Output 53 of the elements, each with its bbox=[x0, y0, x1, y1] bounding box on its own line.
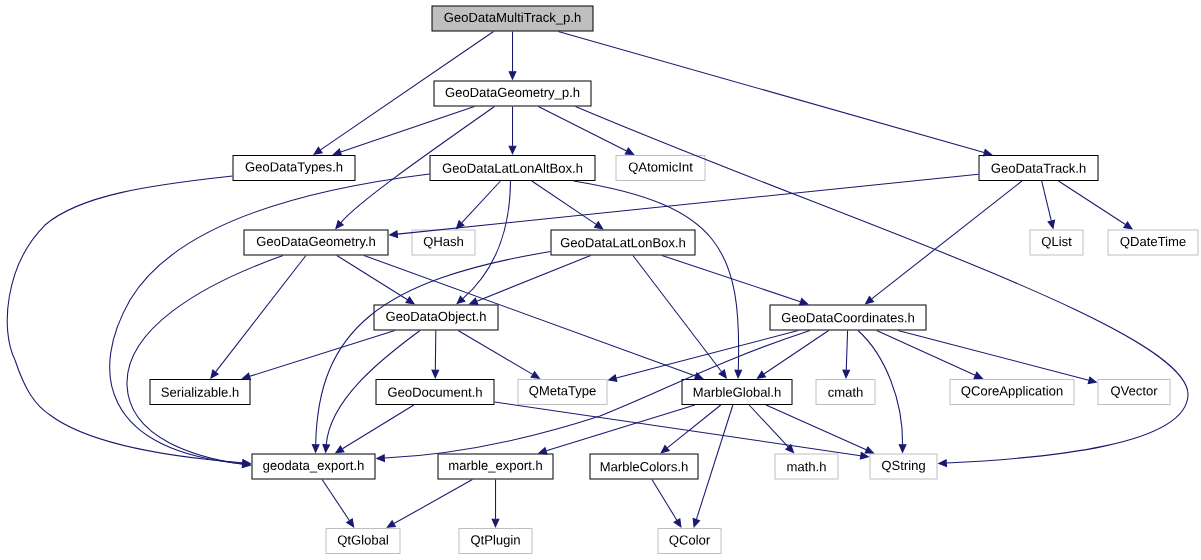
file-box: marble_export.h bbox=[437, 453, 554, 480]
arrow bbox=[572, 180, 743, 379]
external-file-box: QtGlobal bbox=[325, 528, 401, 554]
external-file-box: cmath bbox=[815, 379, 876, 405]
file-box: MarbleGlobal.h bbox=[681, 379, 793, 405]
external-file-box: QList bbox=[1029, 229, 1084, 256]
external-file-box: QDateTime bbox=[1107, 229, 1199, 256]
file-box: MarbleColors.h bbox=[589, 453, 699, 480]
arrow bbox=[537, 105, 635, 155]
file-box: GeoDataObject.h bbox=[373, 304, 499, 331]
external-file-box: math.h bbox=[774, 453, 839, 480]
arrow bbox=[531, 180, 604, 230]
arrow bbox=[756, 329, 830, 379]
arrow bbox=[491, 478, 500, 528]
arrow bbox=[313, 30, 495, 155]
arrow bbox=[660, 404, 722, 454]
arrow bbox=[661, 254, 809, 306]
arrow bbox=[651, 478, 682, 528]
file-box: GeoDataLatLonBox.h bbox=[550, 229, 696, 256]
file-box: Serializable.h bbox=[149, 379, 251, 405]
external-file-box: QHash bbox=[411, 229, 476, 256]
arrow bbox=[456, 180, 512, 305]
arrow bbox=[363, 254, 704, 380]
arrow bbox=[321, 478, 355, 528]
arrow bbox=[574, 105, 1189, 468]
file-box: geodata_export.h bbox=[251, 453, 376, 480]
external-file-box: QAtomicInt bbox=[615, 155, 706, 181]
external-file-box: QColor bbox=[657, 528, 722, 554]
file-box: GeoDocument.h bbox=[375, 379, 495, 405]
arrow bbox=[842, 329, 851, 379]
arrow bbox=[109, 173, 431, 468]
file-box: GeoDataCoordinates.h bbox=[769, 304, 927, 331]
arrow bbox=[241, 329, 396, 381]
arrow bbox=[557, 30, 993, 157]
arrow bbox=[386, 478, 473, 528]
arrow bbox=[210, 254, 307, 379]
arrow bbox=[431, 329, 440, 379]
arrow bbox=[692, 404, 734, 528]
external-file-box: QString bbox=[869, 453, 938, 480]
arrow bbox=[508, 105, 517, 155]
file-box: GeoDataGeometry.h bbox=[243, 229, 389, 256]
file-box: GeoDataLatLonAltBox.h bbox=[429, 155, 596, 181]
file-box: GeoDataGeometry_p.h bbox=[433, 80, 592, 107]
file-box: GeoDataTrack.h bbox=[978, 155, 1099, 181]
external-file-box: QtPlugin bbox=[458, 528, 533, 554]
arrow bbox=[332, 105, 475, 156]
highlighted-file-box: GeoDataMultiTrack_p.h bbox=[431, 5, 594, 32]
arrow bbox=[455, 180, 501, 230]
external-file-box: QMetaType bbox=[517, 379, 608, 405]
arrow bbox=[126, 254, 284, 469]
file-box: GeoDataTypes.h bbox=[232, 155, 356, 181]
external-file-box: QVector bbox=[1097, 379, 1171, 405]
external-file-box: QCoreApplication bbox=[949, 379, 1075, 405]
